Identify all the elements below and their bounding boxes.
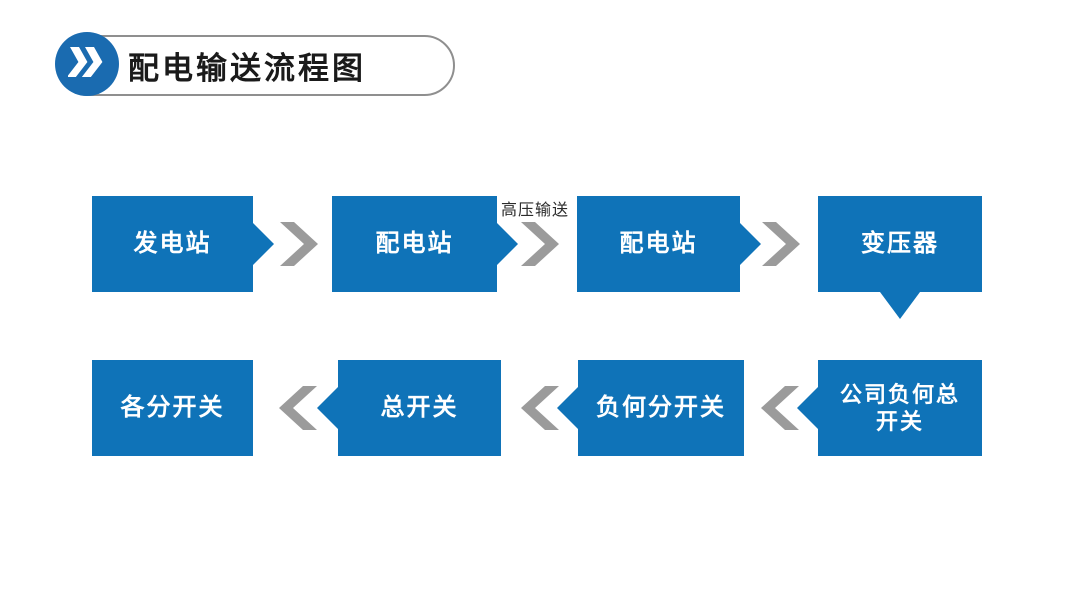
flow-box-label: 各分开关 — [120, 395, 225, 421]
connector-tab-left — [557, 387, 578, 429]
flow-box-distribution-station-2: 配电站 — [577, 196, 761, 292]
connector-tab-right — [497, 223, 518, 265]
flow-arrow-left-icon — [761, 386, 799, 430]
flow-box-transformer: 变压器 — [818, 196, 982, 319]
flow-arrow-right-icon — [280, 222, 318, 266]
connector-label-high-voltage: 高压输送 — [501, 202, 570, 219]
flow-arrow-right-icon — [521, 222, 559, 266]
flow-box-label: 配电站 — [619, 231, 698, 257]
flow-box-power-station: 发电站 — [92, 196, 274, 292]
flow-box-main-switch: 总开关 — [317, 360, 501, 456]
header-badge — [55, 32, 119, 96]
flow-box-branch-switches: 各分开关 — [92, 360, 253, 456]
double-chevron-right-icon — [66, 46, 106, 82]
connector-tab-down — [880, 292, 920, 319]
flow-arrow-right-icon — [762, 222, 800, 266]
flow-arrow-left-icon — [279, 386, 317, 430]
connector-tab-right — [253, 223, 274, 265]
page-title: 配电输送流程图 — [128, 51, 366, 86]
connector-tab-left — [797, 387, 818, 429]
flow-box-company-main-switch: 公司负何总开关 — [797, 360, 982, 456]
flow-box-distribution-station-1: 配电站 — [332, 196, 518, 292]
flow-box-load-branch-switch: 负何分开关 — [557, 360, 744, 456]
flow-box-label: 配电站 — [375, 231, 454, 257]
flow-box-label: 负何分开关 — [596, 395, 726, 421]
flow-box-label: 变压器 — [861, 231, 939, 257]
flow-box-label: 总开关 — [380, 395, 459, 421]
connector-tab-right — [740, 223, 761, 265]
header-pill — [58, 35, 455, 96]
connector-tab-left — [317, 387, 338, 429]
flow-box-label: 公司负何总开关 — [839, 381, 960, 435]
flow-box-label: 发电站 — [133, 231, 212, 257]
flow-arrow-left-icon — [521, 386, 559, 430]
